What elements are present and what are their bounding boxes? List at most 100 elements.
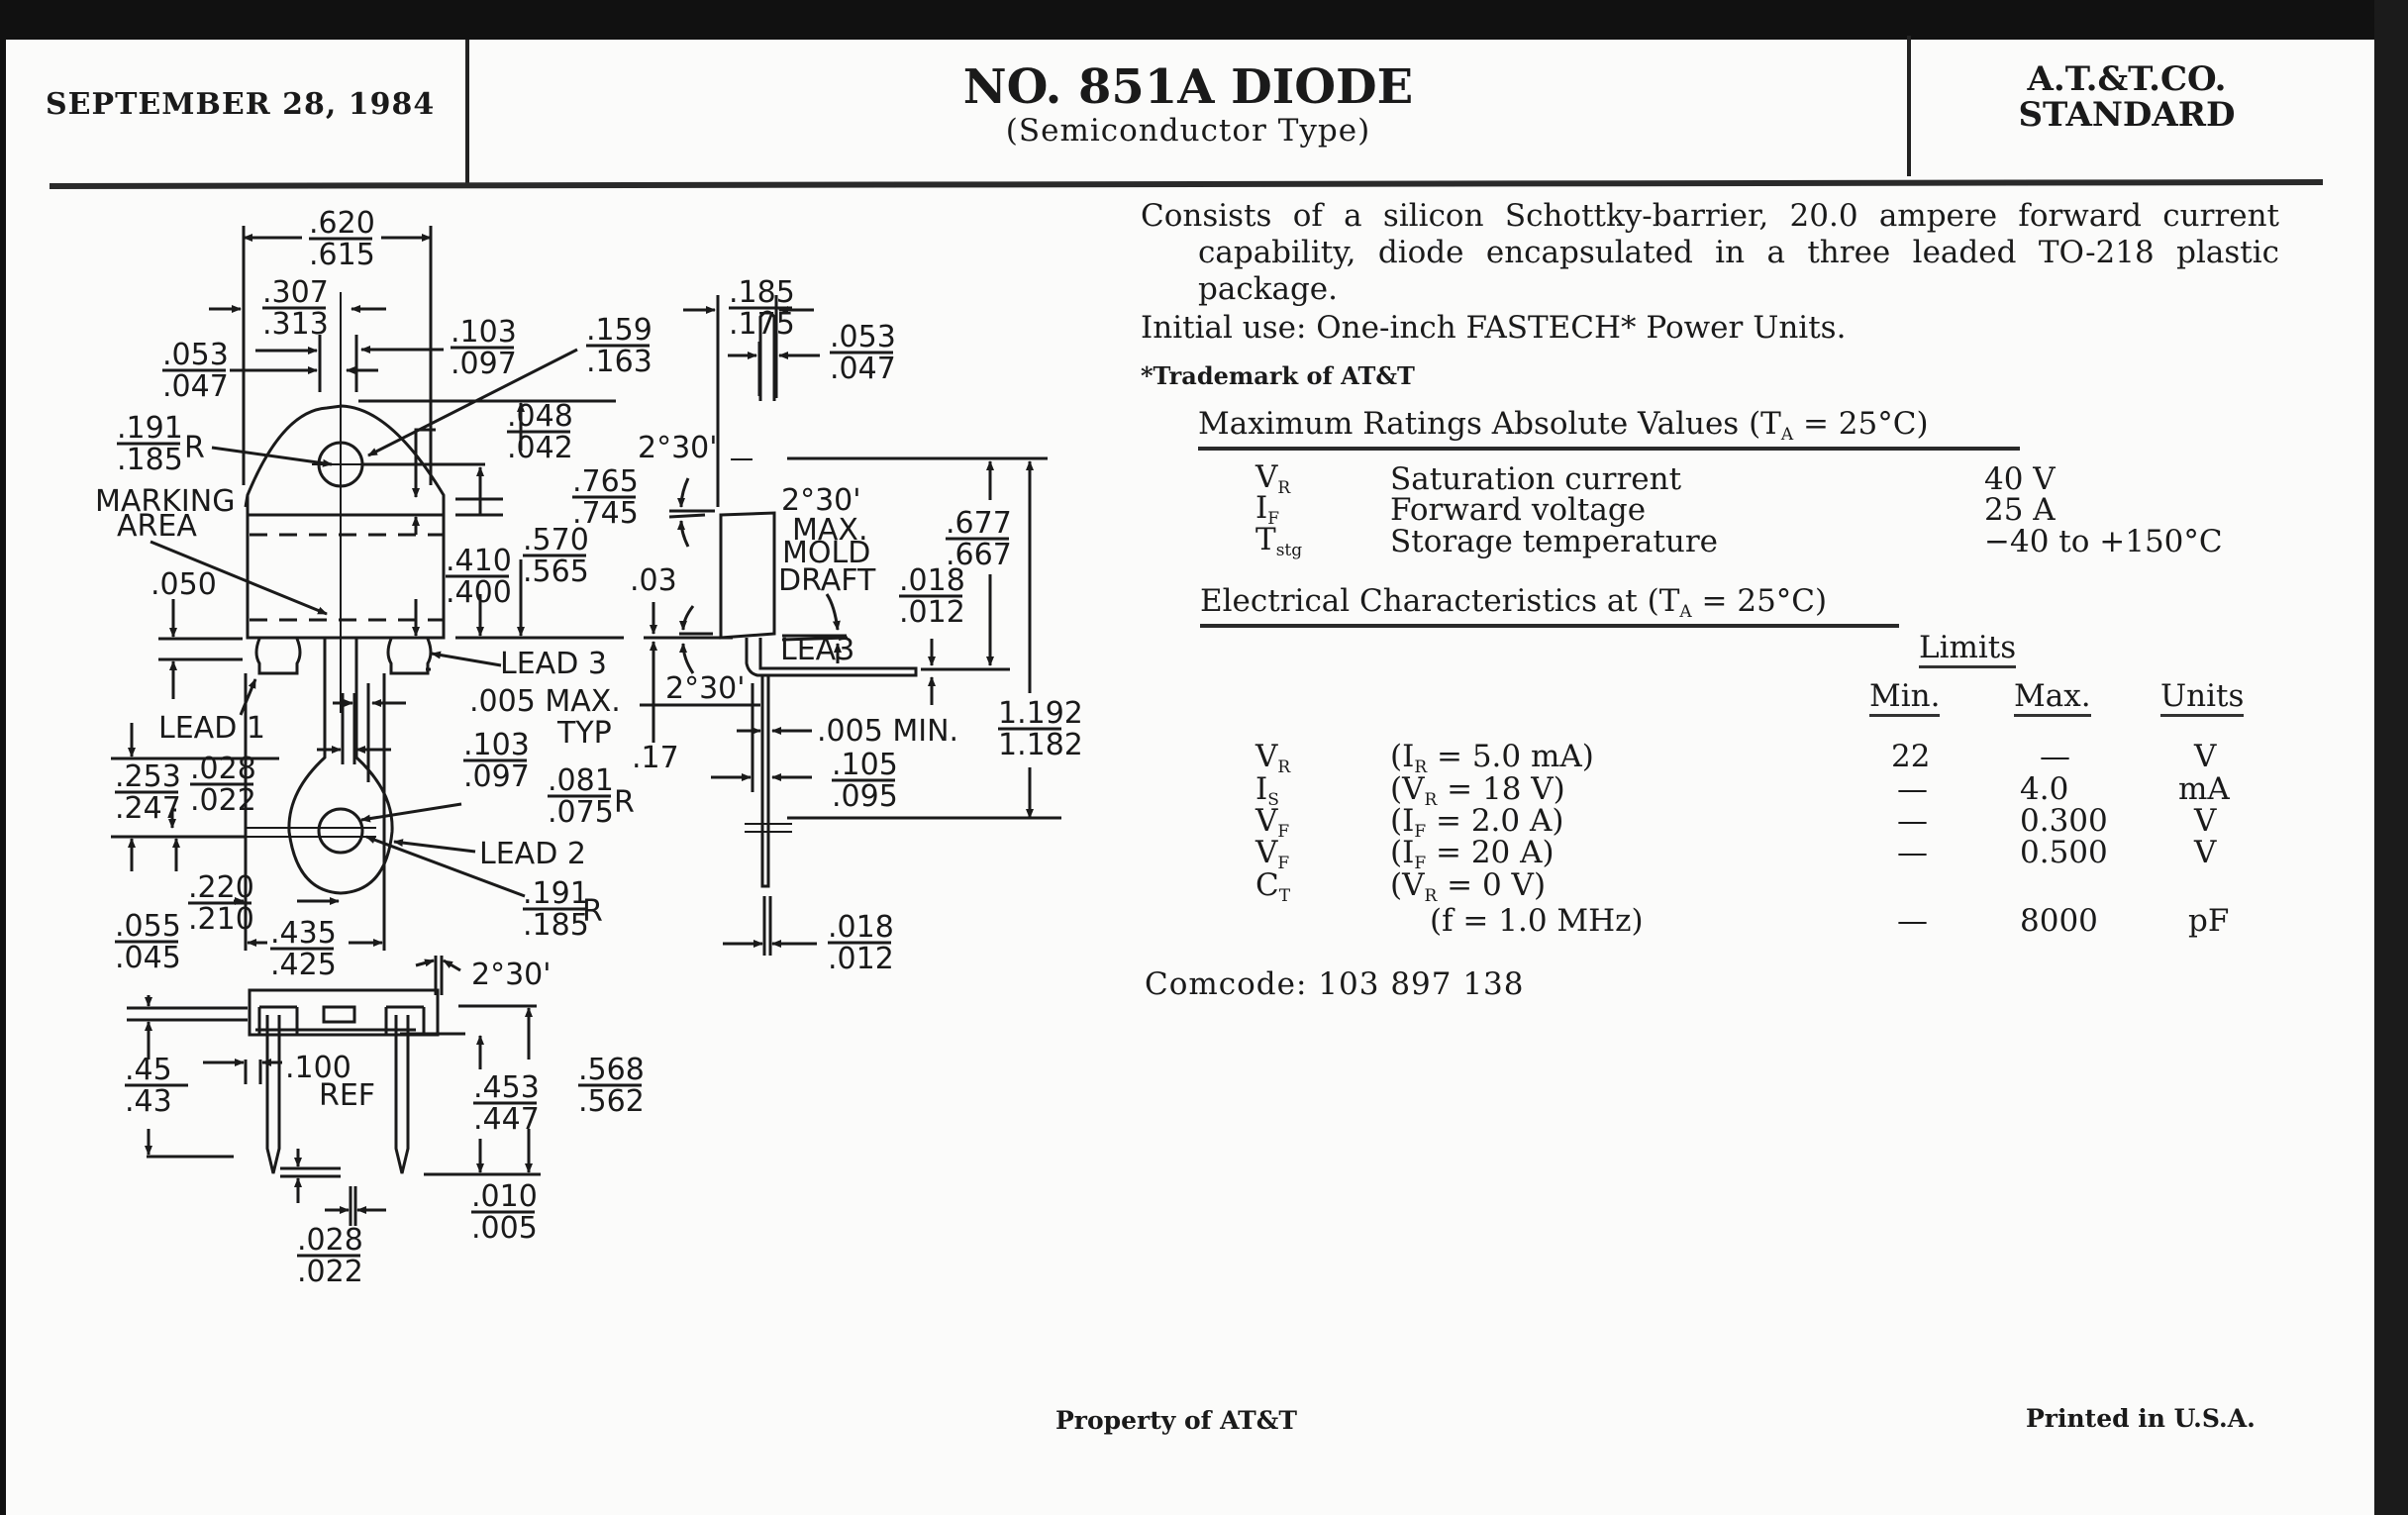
lead-2-hole: [317, 807, 364, 855]
description: Consists of a silicon Schottky-barrier, …: [1141, 198, 2279, 308]
standard-label: A.T.&T.CO. STANDARD: [1911, 61, 2343, 133]
dim-lead-span: .435: [270, 916, 337, 951]
dim-lead-offset: .105: [832, 748, 898, 782]
page-subtitle: (Semiconductor Type): [1005, 113, 1371, 149]
limits-header: Limits: [1919, 630, 2017, 668]
dim-lead-pitch: .097: [463, 759, 530, 794]
lead-1-stub: [254, 638, 302, 675]
ec-extra-min: —: [1897, 903, 1928, 939]
side-lead: [745, 638, 918, 677]
ec-units: V: [2194, 835, 2217, 870]
dim-hole-height: .570: [523, 523, 589, 557]
dim-pin-length-b: .447: [473, 1102, 540, 1137]
dim-body-height: .410: [446, 544, 512, 578]
dim-lead-thickness-left: .022: [190, 783, 256, 818]
datasheet-card: [6, 40, 2374, 1515]
header-divider-left: [465, 40, 469, 186]
ec-min: —: [1897, 835, 1928, 870]
rating-name: Storage temperature: [1390, 524, 1718, 559]
max-label: MAX.: [792, 513, 868, 548]
dim-bottom-ledge: .045: [115, 941, 181, 975]
front-view: [111, 226, 624, 995]
dim-pin-length: .45: [125, 1053, 172, 1087]
dim-tab-radius: .191: [117, 411, 183, 446]
lead-3-stub: [386, 638, 433, 675]
dim-pin-length-c: .568: [578, 1053, 645, 1087]
comcode: Comcode: 103 897 138: [1145, 966, 1525, 1002]
radius-r-label: R: [184, 431, 205, 465]
lead-3-label: LEAD 3: [500, 647, 607, 681]
dim-lead-span: .425: [270, 948, 337, 982]
dim-overall-width: .615: [309, 238, 375, 272]
description-text: Consists of a silicon Schottky-barrier, …: [1141, 198, 2279, 307]
dim-lead-bend: .012: [899, 595, 965, 630]
standard-line-1: A.T.&T.CO.: [2027, 59, 2227, 99]
dim-tab-notch: .103: [451, 315, 517, 350]
dim-overall-width: .620: [309, 206, 375, 241]
dim-lead-bend: .018: [899, 563, 965, 598]
dim-hole-to-shoulder: .042: [507, 431, 573, 465]
dim-side-height: .677: [946, 506, 1012, 541]
side-pin: [760, 675, 770, 888]
ec-units: mA: [2178, 771, 2230, 807]
dim-pin-width: .028: [297, 1223, 363, 1258]
radius-r-label: R: [614, 785, 635, 820]
ec-max: 4.0: [2020, 771, 2069, 807]
marking-area-label: AREA: [117, 509, 197, 544]
dim-pin-length-c: .562: [578, 1084, 645, 1119]
ec-extra-units: pF: [2188, 903, 2230, 939]
ec-extra-cond: (f = 1.0 MHz): [1430, 903, 1644, 939]
ec-condition: (VR = 18 V): [1390, 771, 1565, 810]
max-ratings-heading: Maximum Ratings Absolute Values (TA = 25…: [1198, 406, 2020, 451]
footer-printed: Printed in U.S.A.: [2026, 1404, 2256, 1433]
dim-lead-sep-max: .005 MAX.: [469, 684, 621, 719]
dim-center-offset: .313: [262, 307, 329, 342]
ec-condition: (VR = 0 V): [1390, 867, 1547, 906]
col-min: Min.: [1869, 678, 1941, 717]
electrical-heading: Electrical Characteristics at (TA = 25°C…: [1200, 583, 1899, 628]
ec-symbol: CT: [1255, 867, 1291, 906]
page-title: NO. 851A DIODE: [962, 59, 1414, 115]
rating-value: −40 to +150°C: [1984, 524, 2223, 559]
dim-standoff: .03: [630, 563, 677, 598]
mold-label: MOLD: [782, 536, 870, 570]
dim-hole-height: .565: [523, 555, 589, 589]
dim-pin-pitch: .100: [285, 1051, 351, 1085]
dim-lead2-radius: .081: [548, 763, 614, 798]
side-view: [640, 295, 1061, 956]
bottom-view: [127, 988, 541, 1226]
initial-use: Initial use: One-inch FASTECH* Power Uni…: [1141, 310, 1847, 346]
ec-condition: (IF = 2.0 A): [1390, 803, 1564, 842]
rating-symbol: VR: [1255, 459, 1291, 499]
col-max: Max.: [2014, 678, 2091, 717]
dim-tab-notch: .097: [451, 347, 517, 381]
typ-label: TYP: [556, 716, 612, 751]
ec-max: 0.300: [2020, 803, 2108, 839]
rating-name: Forward voltage: [1390, 492, 1647, 528]
dim-overall-height: .765: [572, 464, 639, 499]
angle-label: 2°30': [781, 483, 861, 518]
ref-label: REF: [319, 1078, 375, 1113]
trademark-note: *Trademark of AT&T: [1141, 361, 1415, 390]
dimension-labels: .620.615.307.313.053.047.103.097.159.163…: [95, 206, 1083, 1289]
dim-hole-to-shoulder: .048: [507, 399, 573, 434]
rating-value: 40 V: [1984, 461, 2056, 497]
pin-1: [265, 1015, 281, 1174]
rating-symbol: IF: [1255, 490, 1280, 530]
ec-min: —: [1897, 803, 1928, 839]
dim-pin-width: .022: [297, 1255, 363, 1289]
dim-pin-tip: .010: [471, 1179, 538, 1214]
dim-lead-thickness: .012: [828, 942, 894, 976]
draft-label: DRAFT: [778, 563, 876, 598]
dim-lead-thickness: .018: [828, 910, 894, 945]
dim-hole-diameter: .159: [586, 313, 652, 348]
dim-tab-lead-width: .047: [162, 369, 229, 404]
ec-units: V: [2194, 739, 2217, 774]
lead-3-side-label: LEA3: [780, 633, 854, 667]
dim-pin-tip: .005: [471, 1211, 538, 1246]
lead-1-label: LEAD 1: [158, 711, 265, 746]
ec-max: —: [2040, 739, 2070, 774]
rating-name: Saturation current: [1390, 461, 1682, 497]
marking-area-label: MARKING: [95, 484, 235, 519]
